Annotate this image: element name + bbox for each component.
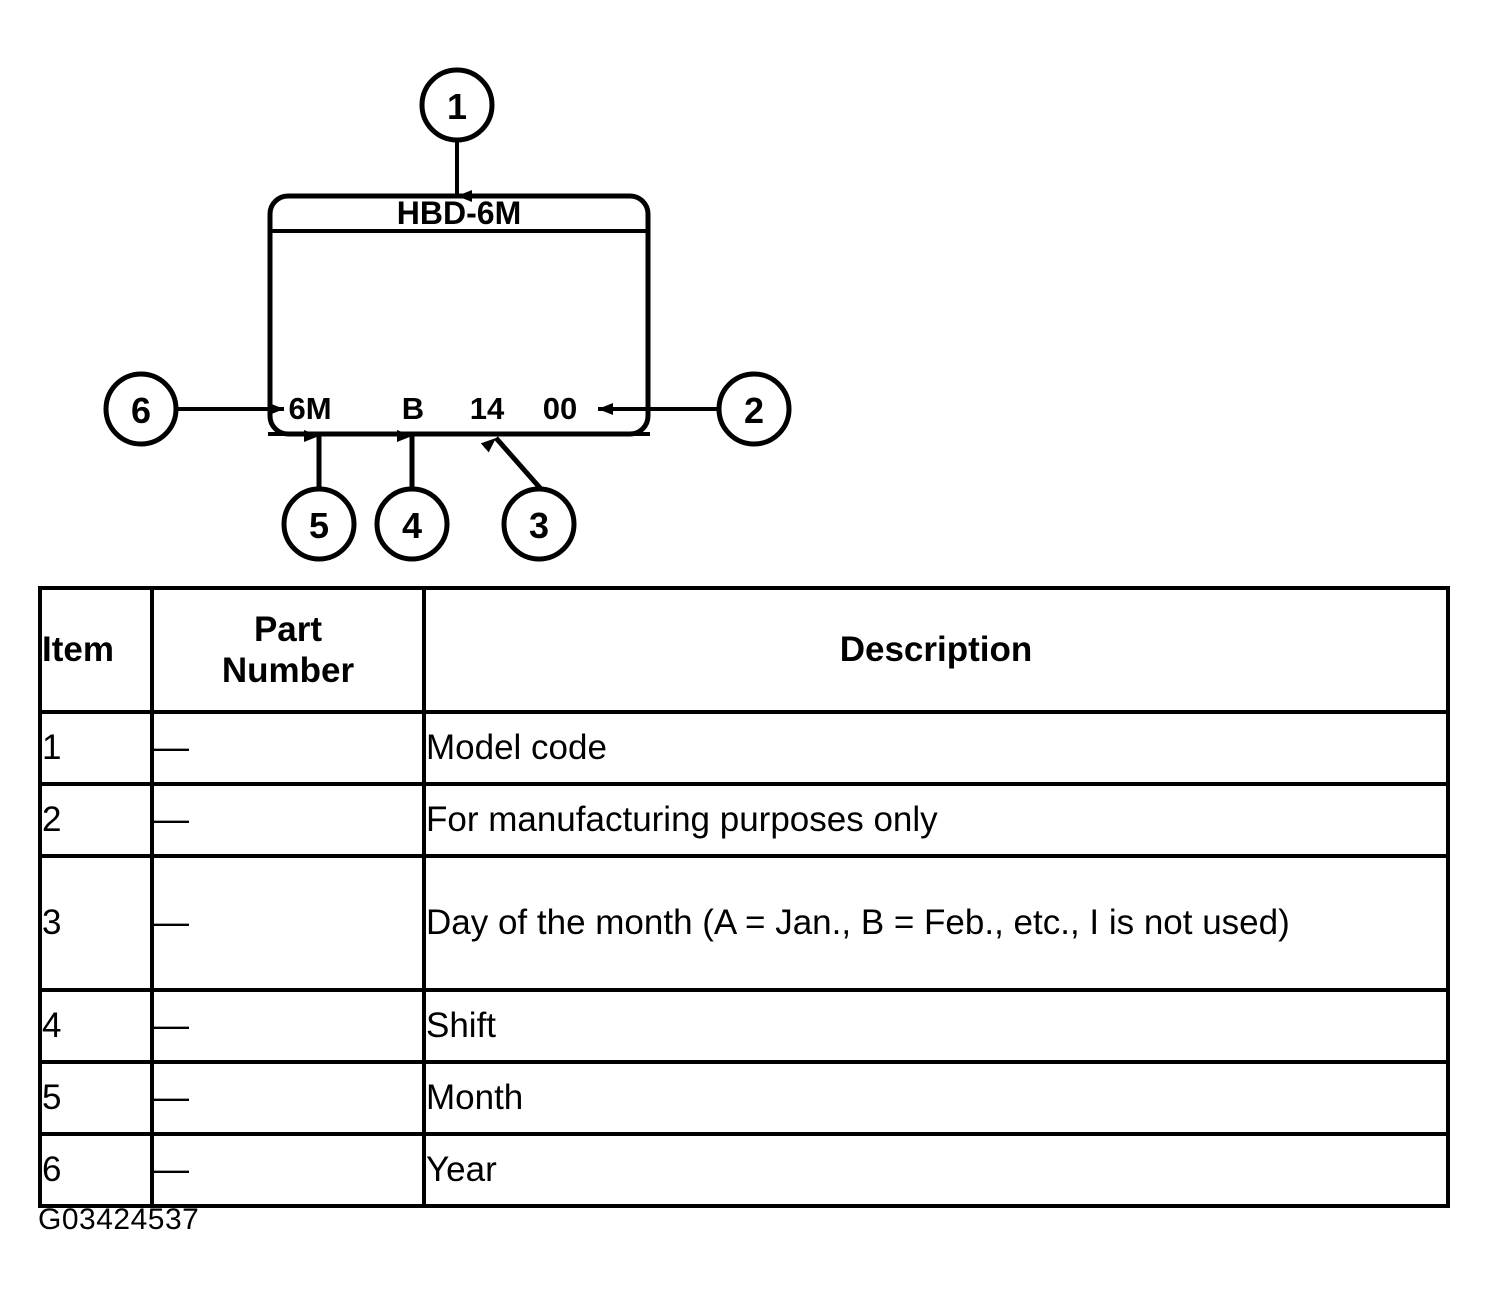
cell-description: Year	[422, 1132, 1450, 1208]
cell-item: 5	[38, 1060, 154, 1136]
cell-description: Day of the month (A = Jan., B = Feb., et…	[422, 854, 1450, 992]
column-header-part-number: Part Number	[150, 586, 426, 714]
parts-table: Item Part Number Description 1 — Model c…	[38, 586, 1450, 1208]
table-row: 2 — For manufacturing purposes only	[38, 782, 1450, 858]
label-diagram: HBD-6M 6M B 14 00	[0, 0, 1488, 580]
callout-5[interactable]: 5	[281, 486, 357, 562]
cell-description: Model code	[422, 710, 1450, 786]
cell-part-number: —	[150, 988, 426, 1064]
table-row: 5 — Month	[38, 1060, 1450, 1136]
cell-part-number: —	[150, 854, 426, 992]
callout-4-number: 4	[402, 505, 422, 546]
table-row: 1 — Model code	[38, 710, 1450, 786]
callout-6[interactable]: 6	[103, 371, 179, 447]
callout-2-circle[interactable]	[716, 371, 792, 447]
callout-1-circle[interactable]	[419, 67, 495, 143]
callout-6-circle[interactable]	[103, 371, 179, 447]
table-row: 6 — Year	[38, 1132, 1450, 1208]
cell-description: Shift	[422, 988, 1450, 1064]
callout-4-circle[interactable]	[374, 486, 450, 562]
column-header-part-number-line1: Part	[253, 609, 323, 649]
cell-part-number: —	[150, 1060, 426, 1136]
callout-4[interactable]: 4	[374, 486, 450, 562]
code-segment-shift: B	[402, 391, 424, 426]
cell-item: 1	[38, 710, 154, 786]
callout-1-number: 1	[447, 86, 467, 127]
callout-3-number: 3	[529, 505, 549, 546]
callout-2[interactable]: 2	[716, 371, 792, 447]
cell-part-number: —	[150, 782, 426, 858]
cell-description: For manufacturing purposes only	[422, 782, 1450, 858]
callout-6-number: 6	[131, 390, 151, 431]
table-row: 3 — Day of the month (A = Jan., B = Feb.…	[38, 854, 1450, 992]
parts-table-container: Item Part Number Description 1 — Model c…	[38, 586, 1450, 1208]
cell-item: 4	[38, 988, 154, 1064]
cell-part-number: —	[150, 1132, 426, 1208]
figure-code: G03424537	[38, 1203, 200, 1236]
code-segment-month: 6M	[288, 391, 331, 426]
code-segment-mfg: 00	[543, 391, 577, 426]
column-header-item: Item	[38, 586, 154, 714]
cell-item: 3	[38, 854, 154, 992]
code-segment-day: 14	[470, 391, 505, 426]
cell-item: 2	[38, 782, 154, 858]
cell-description: Month	[422, 1060, 1450, 1136]
label-model-code-text: HBD-6M	[397, 195, 521, 231]
callout-3[interactable]: 3	[501, 486, 577, 562]
callout-2-number: 2	[744, 390, 764, 431]
cell-part-number: —	[150, 710, 426, 786]
column-header-part-number-line2: Number	[221, 651, 355, 690]
callout-1[interactable]: 1	[419, 67, 495, 143]
cell-item: 6	[38, 1132, 154, 1208]
callout-5-number: 5	[309, 505, 329, 546]
table-body: 1 — Model code 2 — For manufacturing pur…	[38, 710, 1450, 1208]
table-row: 4 — Shift	[38, 988, 1450, 1064]
table-header: Item Part Number Description	[38, 586, 1450, 714]
callout-5-circle[interactable]	[281, 486, 357, 562]
column-header-description: Description	[422, 586, 1450, 714]
table-header-row: Item Part Number Description	[38, 586, 1450, 714]
label-diagram-svg: HBD-6M 6M B 14 00	[103, 67, 792, 562]
callout-3-circle[interactable]	[501, 486, 577, 562]
